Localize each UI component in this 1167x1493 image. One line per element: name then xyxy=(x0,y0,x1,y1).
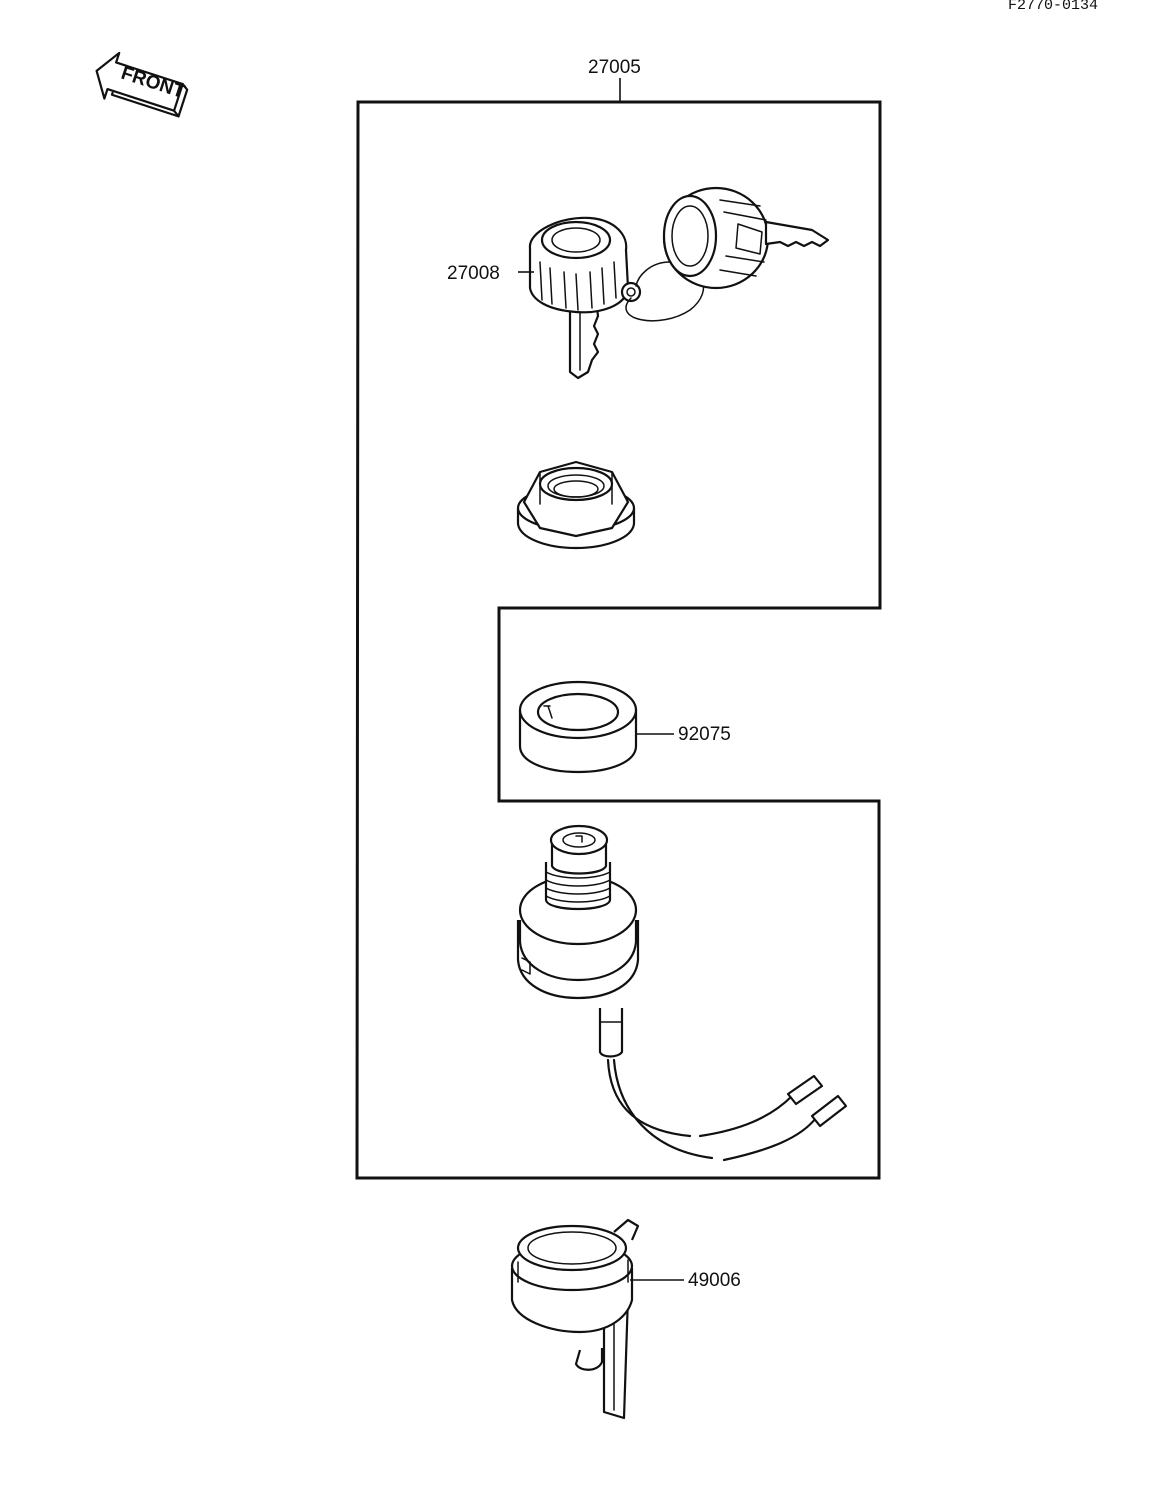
kit-boundary xyxy=(355,100,882,1180)
key-set-icon xyxy=(528,186,830,380)
reference-code: F2770-0134 xyxy=(1008,0,1098,14)
switch-cover-icon xyxy=(510,1218,640,1420)
ignition-switch-icon xyxy=(516,824,848,1162)
collar-icon xyxy=(518,680,638,774)
front-arrow-icon xyxy=(95,51,189,118)
nut-icon xyxy=(516,460,636,550)
part-number-27005: 27005 xyxy=(588,57,641,78)
part-number-27008: 27008 xyxy=(447,263,500,284)
part-number-92075: 92075 xyxy=(678,724,731,745)
part-number-49006: 49006 xyxy=(688,1270,741,1291)
